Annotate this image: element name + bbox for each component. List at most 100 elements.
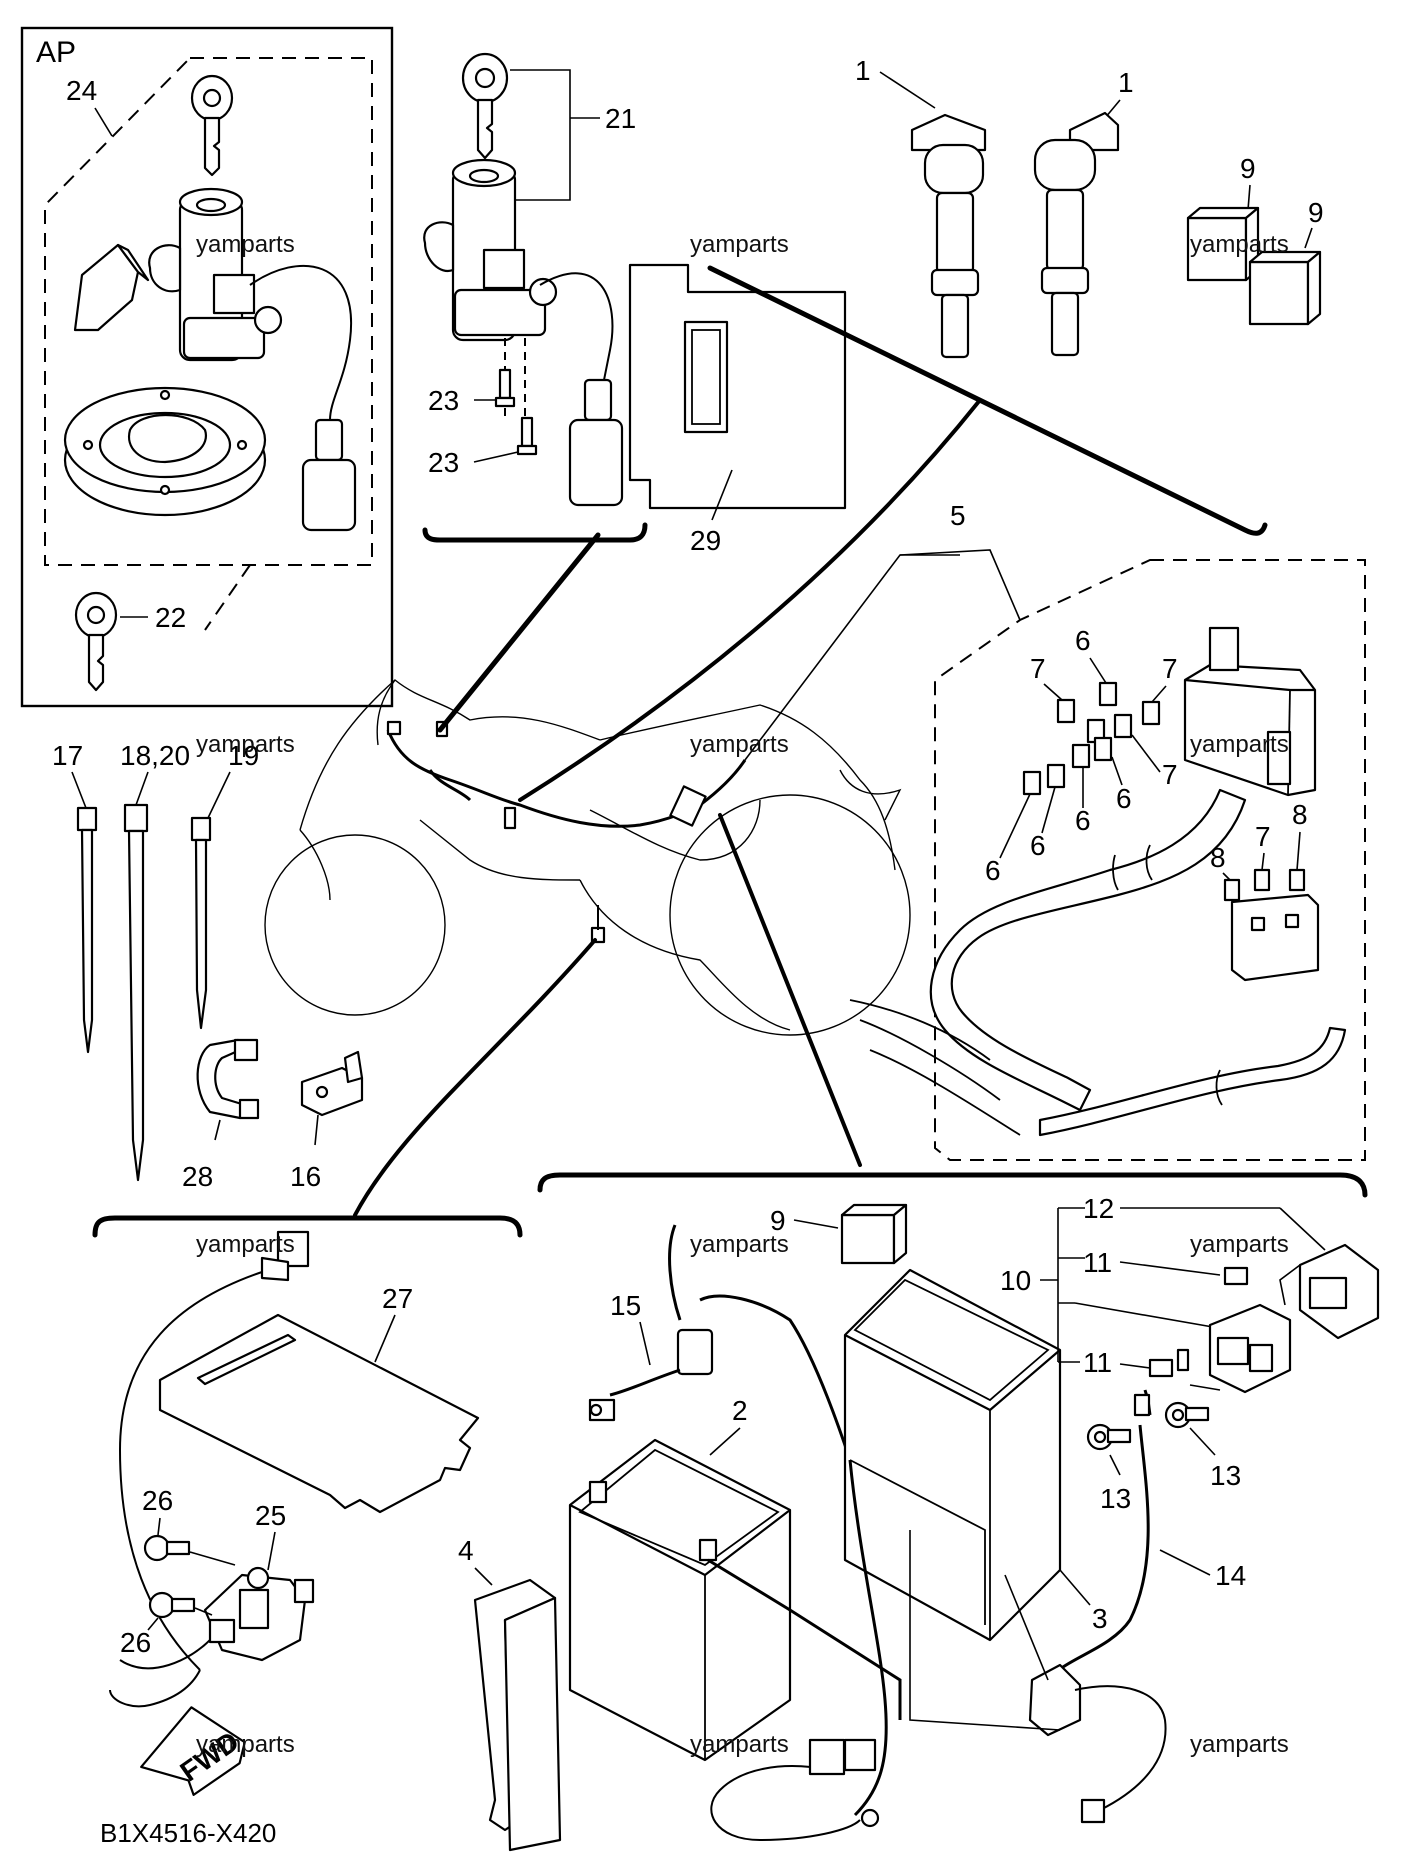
callout-22: 22 [155,602,186,633]
fuse-icon [1223,1266,1249,1286]
screw-icon-26b [148,1591,196,1619]
callout-13b: 13 [1210,1460,1241,1491]
battery-cover-icon [843,1268,1062,1642]
callout-6b: 6 [1116,783,1132,814]
screw-icon-23b [516,416,538,456]
spare-key-icon [74,591,118,692]
starter-relay-icon [1208,1303,1292,1394]
relay-icon [840,1203,908,1265]
callout-7c: 7 [1162,759,1178,790]
battery-icon [568,1438,792,1762]
callout-21: 21 [605,103,636,134]
main-switch-icon [423,158,624,507]
fuse-icons-lower [1223,868,1306,902]
screw-icon-26a [143,1534,191,1562]
wire-harness-outline [386,720,747,944]
cable-tie-icon [123,803,149,1182]
callout-6e: 6 [985,855,1001,886]
ignition-switch-icon [148,187,357,532]
watermark: yamparts [196,231,295,258]
callout-24: 24 [66,75,97,106]
motorcycle-outline [264,679,911,1036]
callout-26a: 26 [142,1485,173,1516]
callout-9a: 9 [1240,153,1256,184]
callout-17: 17 [52,740,83,771]
fuse-icons [1022,681,1161,796]
callout-29: 29 [690,525,721,556]
sensor-icon [203,1566,315,1662]
callout-14: 14 [1215,1560,1246,1591]
diagram-code: B1X4516-X420 [100,1818,276,1848]
callout-9b: 9 [1308,197,1324,228]
callout-11a: 11 [1083,1247,1112,1278]
watermark: yamparts [1190,731,1289,758]
callout-6d: 6 [1030,830,1046,861]
callout-6a: 6 [1075,625,1091,656]
rear-section-group: 27 25 26 26 FWD [92,1215,523,1796]
callout-5: 5 [950,500,966,531]
ap-label: AP [36,36,76,69]
main-switch-group: 21 23 23 [422,52,648,543]
callout-3: 3 [1092,1603,1108,1634]
callout-8a: 8 [1210,842,1226,873]
callout-9c: 9 [770,1205,786,1236]
watermark: yamparts [690,231,789,258]
fuse-icon [1148,1348,1190,1378]
watermark: yamparts [690,1731,789,1758]
bolt-icon [1086,1423,1132,1451]
watermark: yamparts [196,1731,295,1758]
callout-8b: 8 [1292,799,1308,830]
battery-group: 9 15 2 4 [458,1172,1380,1852]
relays-group: 9 9 [1186,153,1324,326]
callout-18-20: 18,20 [120,740,190,771]
callout-1b: 1 [1118,67,1134,98]
watermark: yamparts [196,731,295,758]
ignition-coils-group: 1 1 [707,55,1268,536]
rear-coupler-icon [260,1230,310,1282]
fuel-cap-icon [63,386,267,517]
callout-10: 10 [1000,1265,1031,1296]
callout-7d: 7 [1255,821,1271,852]
key-icon-21 [461,52,509,160]
callout-7a: 7 [1030,653,1046,684]
callout-12: 12 [1083,1193,1114,1224]
ignition-coil-icon [1033,111,1120,357]
callout-6c: 6 [1075,805,1091,836]
relay-icon [1186,206,1260,282]
watermarks: yamparts yamparts yamparts yamparts yamp… [196,231,1289,1758]
callout-25: 25 [255,1500,286,1531]
callout-13a: 13 [1100,1483,1131,1514]
relay-icon [1248,250,1322,326]
cable-tie-icon [190,816,212,1030]
fuse-box-icon [1183,626,1317,797]
callout-28: 28 [182,1161,213,1192]
lock-cover-icon [73,243,150,332]
callout-23a: 23 [428,385,459,416]
ignition-coil-icon [910,113,987,359]
callout-1a: 1 [855,55,871,86]
battery-band-icon [473,1578,562,1852]
callout-16: 16 [290,1161,321,1192]
fuse-box-group: 5 7 6 7 7 6 6 6 6 [849,500,1366,1161]
fuse-holder-icon [1230,893,1320,982]
bracket-icon [300,1050,364,1117]
callout-19: 19 [228,740,259,771]
callout-23b: 23 [428,447,459,478]
callout-4: 4 [458,1535,474,1566]
coupler-icon [1279,1243,1380,1340]
callout-7b: 7 [1162,653,1178,684]
bolt-icon [1164,1401,1210,1429]
watermark: yamparts [690,731,789,758]
harness-section [849,788,1347,1137]
callout-27: 27 [382,1283,413,1314]
watermark: yamparts [1190,231,1289,258]
watermark: yamparts [1190,1231,1289,1258]
callout-11b: 11 [1083,1347,1112,1378]
ap-kit-group: AP 24 [20,26,394,708]
callout-2: 2 [732,1395,748,1426]
cable-ties-group: 17 18,20 19 [52,740,259,1182]
cable-tie-icon [76,806,98,1054]
watermark: yamparts [690,1231,789,1258]
callout-15: 15 [610,1290,641,1321]
